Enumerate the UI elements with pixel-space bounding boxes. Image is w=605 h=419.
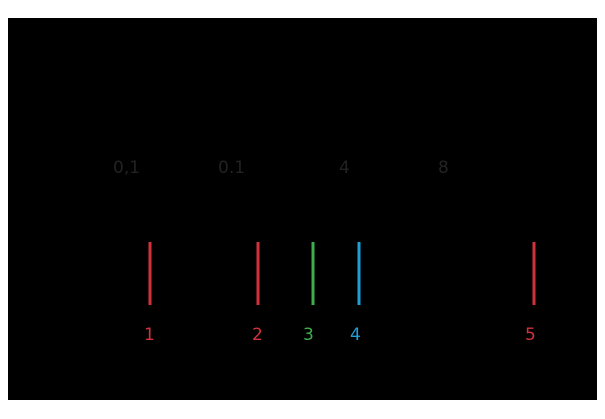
capacitor-1-plate-bottom	[131, 133, 173, 139]
capacitor-3-label: 4	[339, 158, 350, 178]
pin-2-label: 2	[252, 325, 263, 345]
capacitor-3-plate-bottom	[338, 133, 380, 139]
capacitor-4-label: 8	[438, 158, 449, 178]
capacitor-2-plate-top	[237, 124, 279, 130]
pin-5-label: 5	[525, 325, 536, 345]
capacitor-2	[237, 124, 279, 141]
capacitor-1-label: 0,1	[113, 158, 140, 178]
pin-4-label: 4	[350, 325, 361, 345]
capacitor-4-plate-top	[441, 123, 483, 129]
capacitor-1-plate-top	[131, 122, 173, 128]
capacitor-2-label: 0.1	[218, 158, 245, 178]
capacitor-4	[441, 123, 483, 140]
capacitor-1	[131, 122, 173, 139]
pin-1-label: 1	[144, 325, 155, 345]
module-housing-box	[53, 40, 571, 242]
capacitor-4-plate-bottom	[441, 134, 483, 140]
capacitor-3	[338, 122, 380, 139]
pin-3-label: 3	[303, 325, 314, 345]
capacitor-3-plate-top	[338, 122, 380, 128]
capacitor-2-plate-bottom	[237, 135, 279, 141]
